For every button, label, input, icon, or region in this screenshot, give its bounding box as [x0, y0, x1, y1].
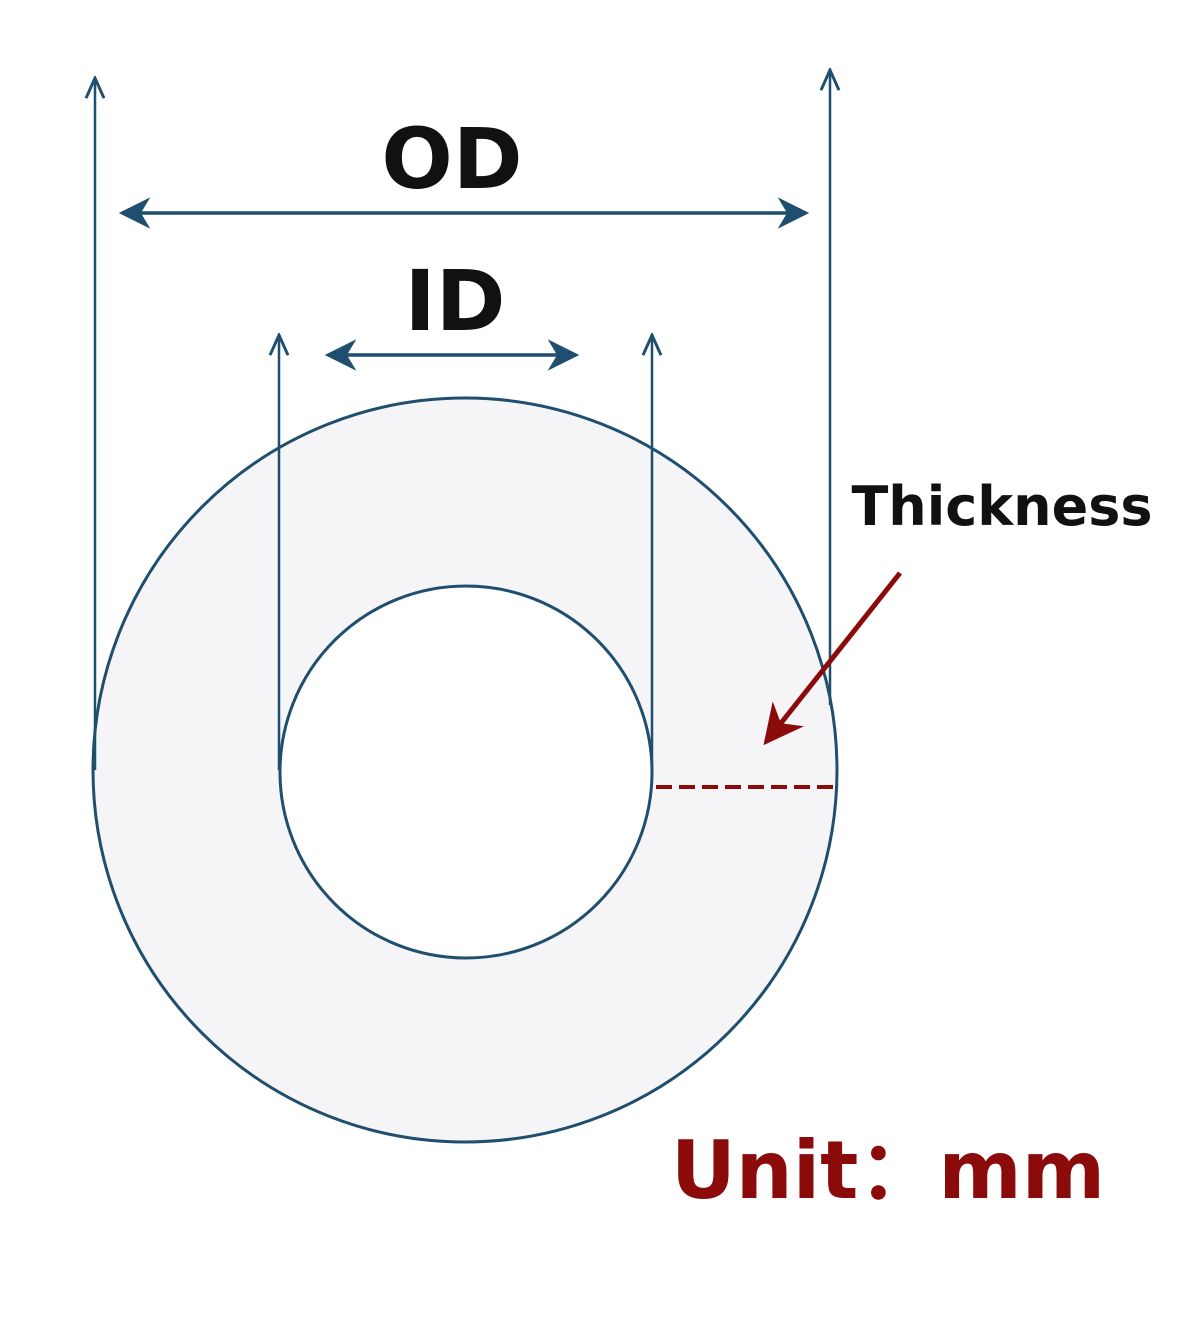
od-label: OD: [381, 110, 522, 208]
unit-label: Unit：mm: [671, 1124, 1105, 1217]
id-label: ID: [405, 252, 506, 350]
outer-circle: [91, 396, 839, 1144]
inner-circle: [278, 584, 654, 960]
thickness-pointer-arrow: [763, 571, 902, 746]
thickness-label: Thickness: [851, 475, 1152, 538]
